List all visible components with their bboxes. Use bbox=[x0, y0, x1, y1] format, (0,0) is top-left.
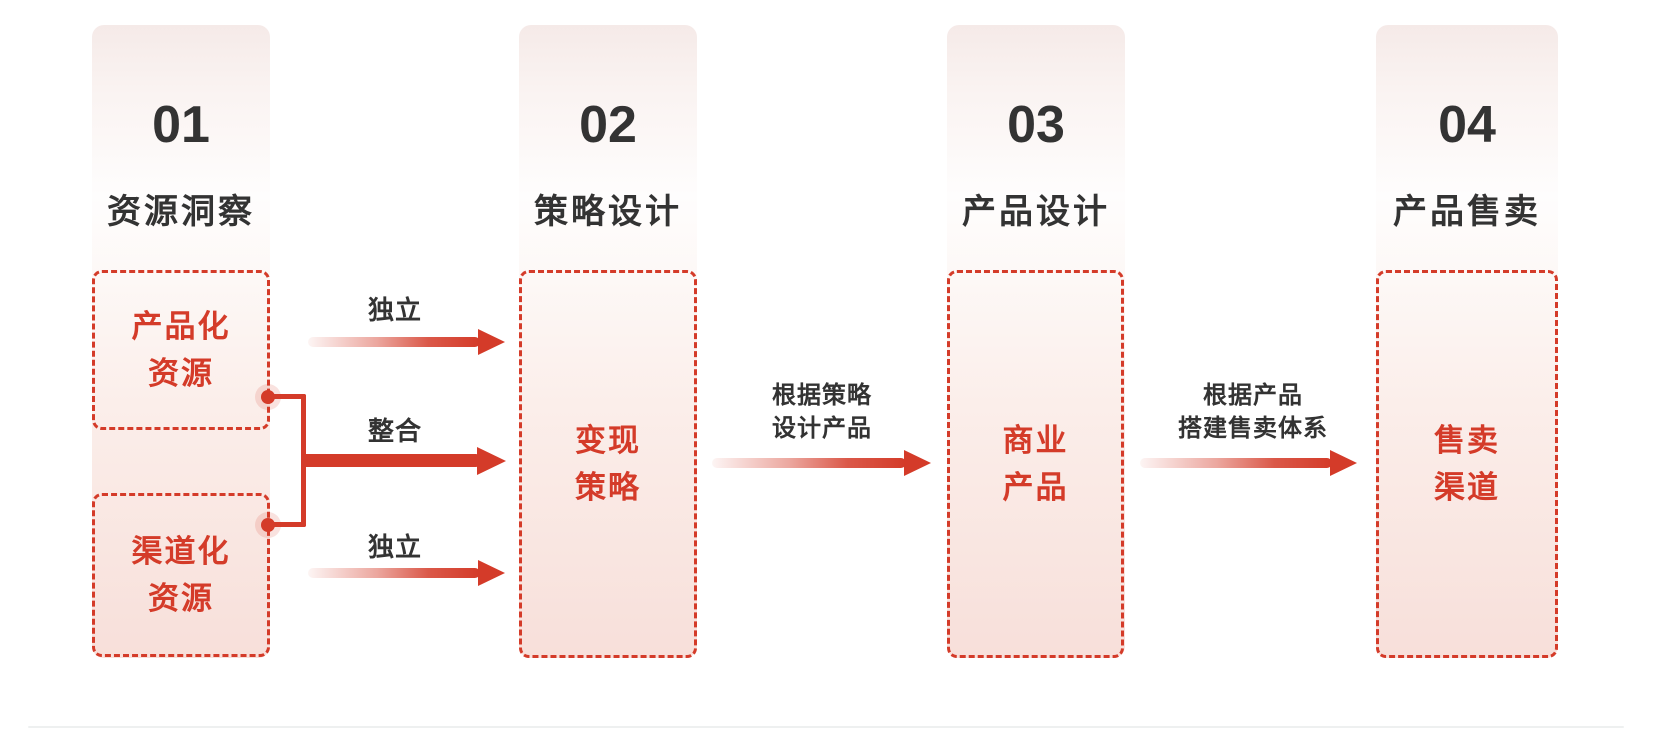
node-productized-resource: 产品化 资源 bbox=[92, 270, 270, 430]
node-label: 渠道化 资源 bbox=[131, 534, 231, 616]
bracket-line-bottom bbox=[270, 522, 306, 527]
arrow-label-independent-bottom: 独立 bbox=[367, 532, 422, 562]
arrow-shaft-product-to-sales bbox=[1140, 458, 1332, 468]
step-title-2: 策略设计 bbox=[534, 193, 682, 231]
node-commercial-product: 商业 产品 bbox=[947, 270, 1124, 658]
arrow-shaft-integrate bbox=[303, 454, 479, 467]
step-column-4: 04 产品售卖 bbox=[1376, 25, 1558, 658]
arrow-head-icon bbox=[477, 447, 506, 475]
step-number-2: 02 bbox=[579, 96, 637, 154]
step-title-4: 产品售卖 bbox=[1393, 193, 1541, 231]
step-number-1: 01 bbox=[152, 96, 210, 154]
bottom-divider bbox=[28, 726, 1624, 728]
arrow-label-product-to-sales: 根据产品 搭建售卖体系 bbox=[1178, 382, 1328, 442]
step-column-3: 03 产品设计 bbox=[947, 25, 1125, 658]
arrow-head-icon bbox=[478, 560, 505, 586]
arrow-head-icon bbox=[904, 450, 931, 476]
node-label: 售卖 渠道 bbox=[1434, 423, 1500, 505]
arrow-label-strategy-to-product: 根据策略 设计产品 bbox=[772, 382, 872, 442]
node-sales-channel: 售卖 渠道 bbox=[1376, 270, 1558, 658]
bracket-line-top bbox=[270, 394, 306, 399]
arrow-head-icon bbox=[478, 329, 505, 355]
arrow-shaft-independent-top bbox=[308, 337, 480, 347]
arrow-shaft-strategy-to-product bbox=[712, 458, 906, 468]
node-channelized-resource: 渠道化 资源 bbox=[92, 493, 270, 657]
step-title-1: 资源洞察 bbox=[107, 193, 255, 231]
arrow-label-independent-top: 独立 bbox=[367, 295, 422, 325]
step-title-3: 产品设计 bbox=[962, 193, 1110, 231]
step-number-3: 03 bbox=[1007, 96, 1065, 154]
step-column-2: 02 策略设计 bbox=[519, 25, 697, 658]
arrow-shaft-independent-bottom bbox=[308, 568, 480, 578]
node-monetization-strategy: 变现 策略 bbox=[519, 270, 697, 658]
junction-dot-bottom bbox=[261, 518, 275, 532]
node-label: 变现 策略 bbox=[575, 423, 641, 505]
node-label: 商业 产品 bbox=[1002, 423, 1069, 505]
arrow-label-integrate: 整合 bbox=[367, 416, 422, 446]
junction-dot-top bbox=[261, 390, 275, 404]
arrow-head-icon bbox=[1330, 450, 1357, 476]
step-column-1: 01 资源洞察 bbox=[92, 25, 270, 658]
step-number-4: 04 bbox=[1438, 96, 1496, 154]
node-label: 产品化 资源 bbox=[131, 309, 231, 391]
